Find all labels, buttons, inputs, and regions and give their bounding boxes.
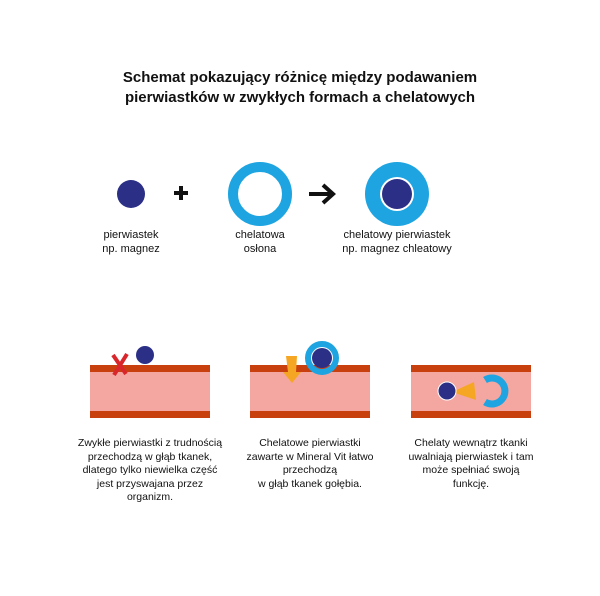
element-label-line-2: np. magnez — [102, 243, 160, 255]
open-shell-icon — [483, 374, 509, 408]
chelate-label-line-1: chelatowy pierwiastek — [343, 229, 451, 241]
element-label-line-1: pierwiastek — [103, 229, 159, 241]
plus-icon — [174, 186, 188, 200]
caption-line: dlatego tylko niewielka część — [82, 464, 218, 476]
caption-line: może spełniać swoją — [422, 464, 520, 476]
caption-line: w głąb tkanek gołębia. — [258, 477, 362, 490]
caption-line: Chelaty wewnątrz tkanki — [414, 437, 528, 449]
release-arrow-icon — [452, 382, 476, 400]
tissue-panel-1 — [90, 365, 210, 418]
caption-line: funkcję. — [452, 477, 490, 490]
caption-line: przechodzą — [282, 464, 338, 476]
panel-1-caption: Zwykłe pierwiastki z trudnością przechod… — [65, 437, 235, 505]
caption-line: Chelatowe pierwiastki — [259, 437, 361, 449]
element-blocked-icon — [136, 346, 154, 364]
shell-label: chelatowa osłona — [170, 228, 350, 256]
chelated-element-icon — [365, 162, 429, 226]
caption-line: Zwykłe pierwiastki z trudnością — [77, 437, 223, 449]
caption-line: zawarte w Mineral Vit łatwo — [246, 450, 374, 463]
tissue-panel-2 — [250, 365, 370, 418]
title-line-1: Schemat pokazujący różnicę między podawa… — [122, 69, 478, 86]
shell-label-line-2: osłona — [243, 243, 277, 255]
chelated-element-entering-icon — [305, 341, 339, 375]
caption-line: jest przyswajana przez — [96, 477, 204, 490]
shell-label-line-1: chelatowa — [235, 229, 285, 241]
caption-line: uwalniają pierwiastek i tam — [408, 450, 534, 463]
released-element-icon — [437, 381, 457, 401]
element-circle-icon — [117, 180, 145, 208]
caption-line: organizm. — [126, 491, 174, 503]
title-line-2: pierwiastków w zwykłych formach a chelat… — [124, 89, 476, 106]
caption-line: przechodzą w głąb tkanek, — [87, 450, 213, 463]
arrow-down-icon — [283, 356, 301, 383]
panel-3-caption: Chelaty wewnątrz tkanki uwalniają pierwi… — [386, 437, 556, 491]
cross-icon — [111, 352, 129, 377]
chelate-label: chelatowy pierwiastek np. magnez chleato… — [307, 228, 487, 256]
arrow-right-icon — [309, 183, 336, 205]
diagram-title: Schemat pokazujący różnicę między podawa… — [0, 68, 600, 108]
chelate-label-line-2: np. magnez chleatowy — [342, 243, 452, 255]
panel-2-caption: Chelatowe pierwiastki zawarte w Mineral … — [225, 437, 395, 491]
element-label: pierwiastek np. magnez — [41, 228, 221, 256]
chelate-shell-icon — [228, 162, 292, 226]
